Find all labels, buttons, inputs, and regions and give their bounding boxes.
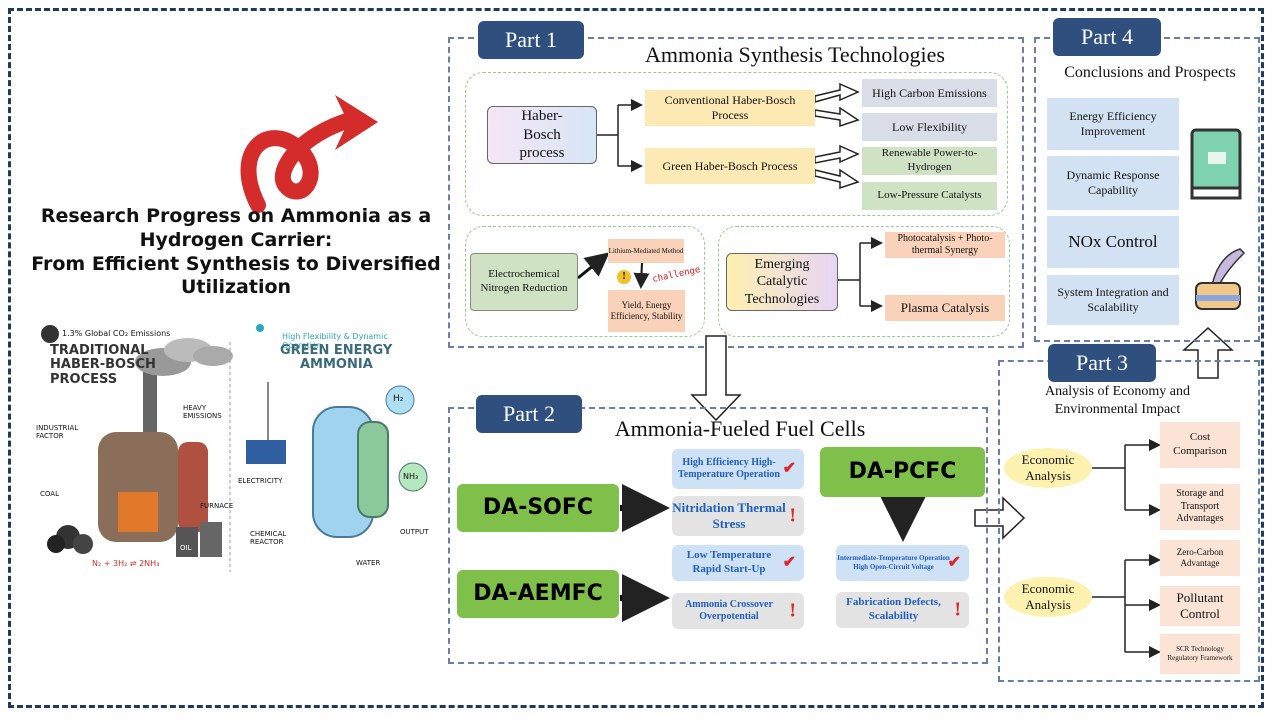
photocatalysis-box: Photocatalysis + Photo-thermal Synergy [885,232,1005,258]
part2-box [448,407,988,664]
part2-title: Ammonia-Fueled Fuel Cells [614,416,866,441]
low-temp-box: Low Temperature Rapid Start-Up✔ [672,545,804,581]
traditional-title: TRADITIONAL HABER-BOSCH PROCESS [50,343,156,387]
storage-box: Storage and Transport Advantages [1160,484,1240,530]
part4-title: Conclusions and Prospects [1064,64,1236,81]
part4-tag: Part 4 [1053,18,1161,56]
da-pcfc-button[interactable]: DA-PCFC [820,447,985,497]
zero-carbon-box: Zero-Carbon Advantage [1160,540,1240,576]
pollutant-box: Pollutant Control [1160,586,1240,626]
warning-icon: ! [617,270,631,284]
nitridation-box: Nitridation Thermal Stress! [672,496,804,536]
part1-enr-zone [465,226,705,337]
da-aemfc-button[interactable]: DA-AEMFC [457,570,619,618]
system-integration-box: System Integration and Scalability [1047,275,1179,325]
nox-control-box: NOx Control [1047,216,1179,268]
illustration-panel: 1.3% Global CO₂ Emissions TRADITIONAL HA… [28,322,429,572]
book-icon [1190,128,1242,200]
nh3-label: NH₃ [403,472,419,481]
yield-box: Yield, Energy Efficiency, Stability [608,290,685,332]
part1-tag: Part 1 [478,21,584,59]
alert-icon: ! [789,504,796,527]
haber-bosch-illustration [41,324,428,572]
part1-ect-zone [718,226,1010,337]
emerging-box: Emerging Catalytic Technologies [726,253,838,311]
energy-efficiency-box: Energy Efficiency Improvement [1047,98,1179,150]
intermediate-box: Intermediate-Temperature Operation High … [836,545,969,581]
co2-stat: 1.3% Global CO₂ Emissions [62,329,171,338]
fabrication-box: Fabrication Defects, Scalability! [836,592,969,628]
oil-label: OIL [180,544,192,552]
low-pressure-box: Low-Pressure Catalysts [862,182,997,210]
main-title: Research Progress on Ammonia as a Hydrog… [31,205,441,299]
furnace-label: FURNACE [200,502,234,510]
quill-ink-icon [1195,248,1246,310]
da-sofc-button[interactable]: DA-SOFC [457,484,619,532]
check-icon: ✔ [782,460,796,477]
dynamic-response-box: Dynamic Response Capability [1047,156,1179,210]
flexibility-tag: High Flexibility & Dynamic Operation [282,332,388,350]
check-icon: ✔ [947,554,961,571]
low-flexibility-box: Low Flexibility [862,113,997,141]
coal-label: COAL [40,490,59,498]
electrochem-box: Electrochemical Nitrogen Reduction [470,253,578,311]
output-label: OUTPUT [400,528,429,536]
crossover-box: Ammonia Crossover Overpotential! [672,593,804,629]
conventional-hb-box: Conventional Haber-Bosch Process [645,90,815,126]
high-efficiency-box: High Efficiency High-Temperature Operati… [672,449,804,489]
part1-hb-zone [465,72,1008,216]
plasma-box: Plasma Catalysis [885,295,1005,321]
economic-analysis-2: Economic Analysis [1004,577,1092,617]
scr-box: SCR Technology Regulatory Framework [1160,634,1240,674]
outer-frame [8,8,1264,708]
check-icon: ✔ [782,554,796,571]
water-label: WATER [356,559,381,567]
renewable-box: Renewable Power-to-Hydrogen [862,147,997,175]
part1-title: Ammonia Synthesis Technologies [645,42,945,67]
alert-icon: ! [789,599,796,622]
green-hb-box: Green Haber-Bosch Process [645,148,815,184]
economic-analysis-1: Economic Analysis [1004,448,1092,488]
part3-title: Analysis of Economy and Environmental Im… [1044,384,1191,418]
high-carbon-box: High Carbon Emissions [862,79,997,107]
h2-label: H₂ [393,394,404,404]
part2-tag: Part 2 [476,395,582,433]
part3-tag: Part 3 [1048,344,1156,382]
cost-box: Cost Comparison [1160,422,1240,468]
reaction-equation: N₂ + 3H₂ ⇌ 2NH₃ [92,559,160,568]
alert-icon: ! [954,598,961,621]
haber-bosch-box: Haber-Bosch process [487,106,597,164]
electricity-label: ELECTRICITY [238,477,283,485]
green-energy-title: GREEN ENERGY AMMONIA [280,343,393,373]
lithium-box: Lithium-Mediated Method [608,239,684,263]
